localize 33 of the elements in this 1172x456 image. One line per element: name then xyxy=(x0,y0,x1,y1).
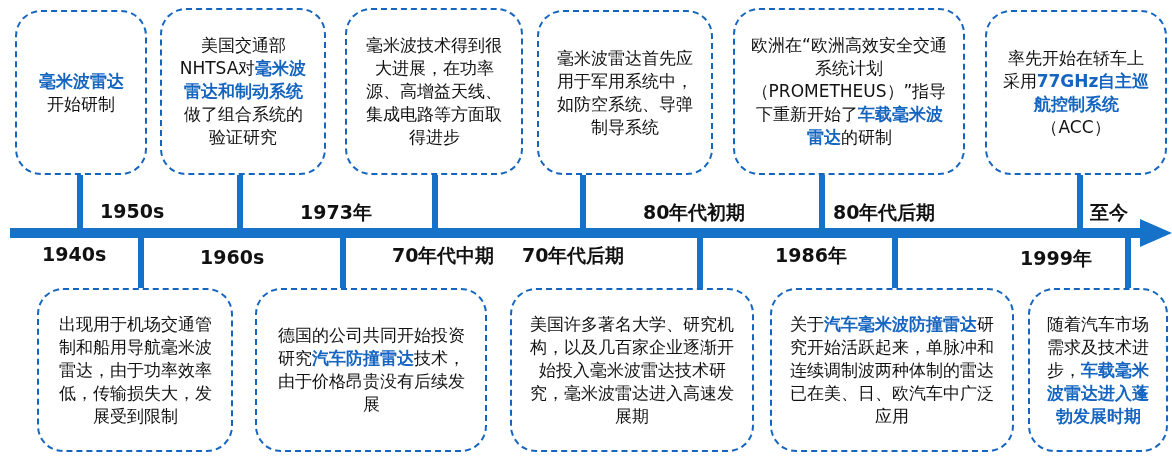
event-card xyxy=(160,8,326,175)
event-card xyxy=(733,8,965,175)
event-text: 出现用于机场交通管制和船用导航毫米波雷达，由于功率效率低，传输损失大，发展受到限制 xyxy=(57,312,213,428)
event-card xyxy=(255,288,487,452)
event-text: 毫米波雷达首先应用于军用系统中，如防空系统、导弹制导系统 xyxy=(556,46,694,139)
event-text: 毫米波技术得到很大进展，在功率源、高增益天线、集成电路等方面取得进步 xyxy=(365,34,503,149)
date-label: 70年代中期 xyxy=(392,243,495,268)
event-card xyxy=(1028,288,1168,452)
event-text: 率先开始在轿车上采用77GHz自主巡航控制系统（ACC） xyxy=(1001,46,1151,139)
event-text: 欧洲在“欧洲高效安全交通系统计划（PROMETHEUS）”指导下重新开始了车载毫米波雷达的研制 xyxy=(750,34,948,149)
date-label: 1960s xyxy=(200,246,265,268)
event-card xyxy=(37,288,233,452)
date-label: 至今 xyxy=(1090,200,1128,225)
date-label: 1973年 xyxy=(300,200,372,225)
event-text: 德国的公司共同开始投资研究汽车防撞雷达技术，由于价格昂贵没有后续发展 xyxy=(276,324,466,416)
date-label: 70年代后期 xyxy=(522,243,625,268)
date-label: 80年代初期 xyxy=(643,200,746,225)
date-label: 80年代后期 xyxy=(833,200,936,225)
event-text: 关于汽车毫米波防撞雷达研究开始活跃起来，单脉冲和连续调制波两种体制的雷达已在美、日、欧汽车中广泛应用 xyxy=(789,312,995,428)
date-label: 1950s xyxy=(100,200,165,222)
event-card xyxy=(770,288,1014,452)
event-text: 随着汽车市场需求及技术进步，车载毫米波雷达进入蓬勃发展时期 xyxy=(1046,312,1150,428)
event-card xyxy=(15,10,147,175)
event-card xyxy=(510,288,754,452)
event-text: 美国交通部NHTSA对毫米波雷达和制动系统做了组合系统的验证研究 xyxy=(178,34,308,149)
date-label: 1999年 xyxy=(1020,246,1092,271)
event-card xyxy=(537,10,713,175)
event-text: 美国许多著名大学、研究机构，以及几百家企业逐渐开始投入毫米波雷达技术研究，毫米波雷达进入高速发展期 xyxy=(529,312,735,428)
date-label: 1940s xyxy=(42,243,107,265)
event-card xyxy=(985,10,1167,175)
date-label: 1986年 xyxy=(775,243,847,268)
event-text: 毫米波雷达开始研制 xyxy=(37,69,125,116)
event-card xyxy=(345,8,523,175)
